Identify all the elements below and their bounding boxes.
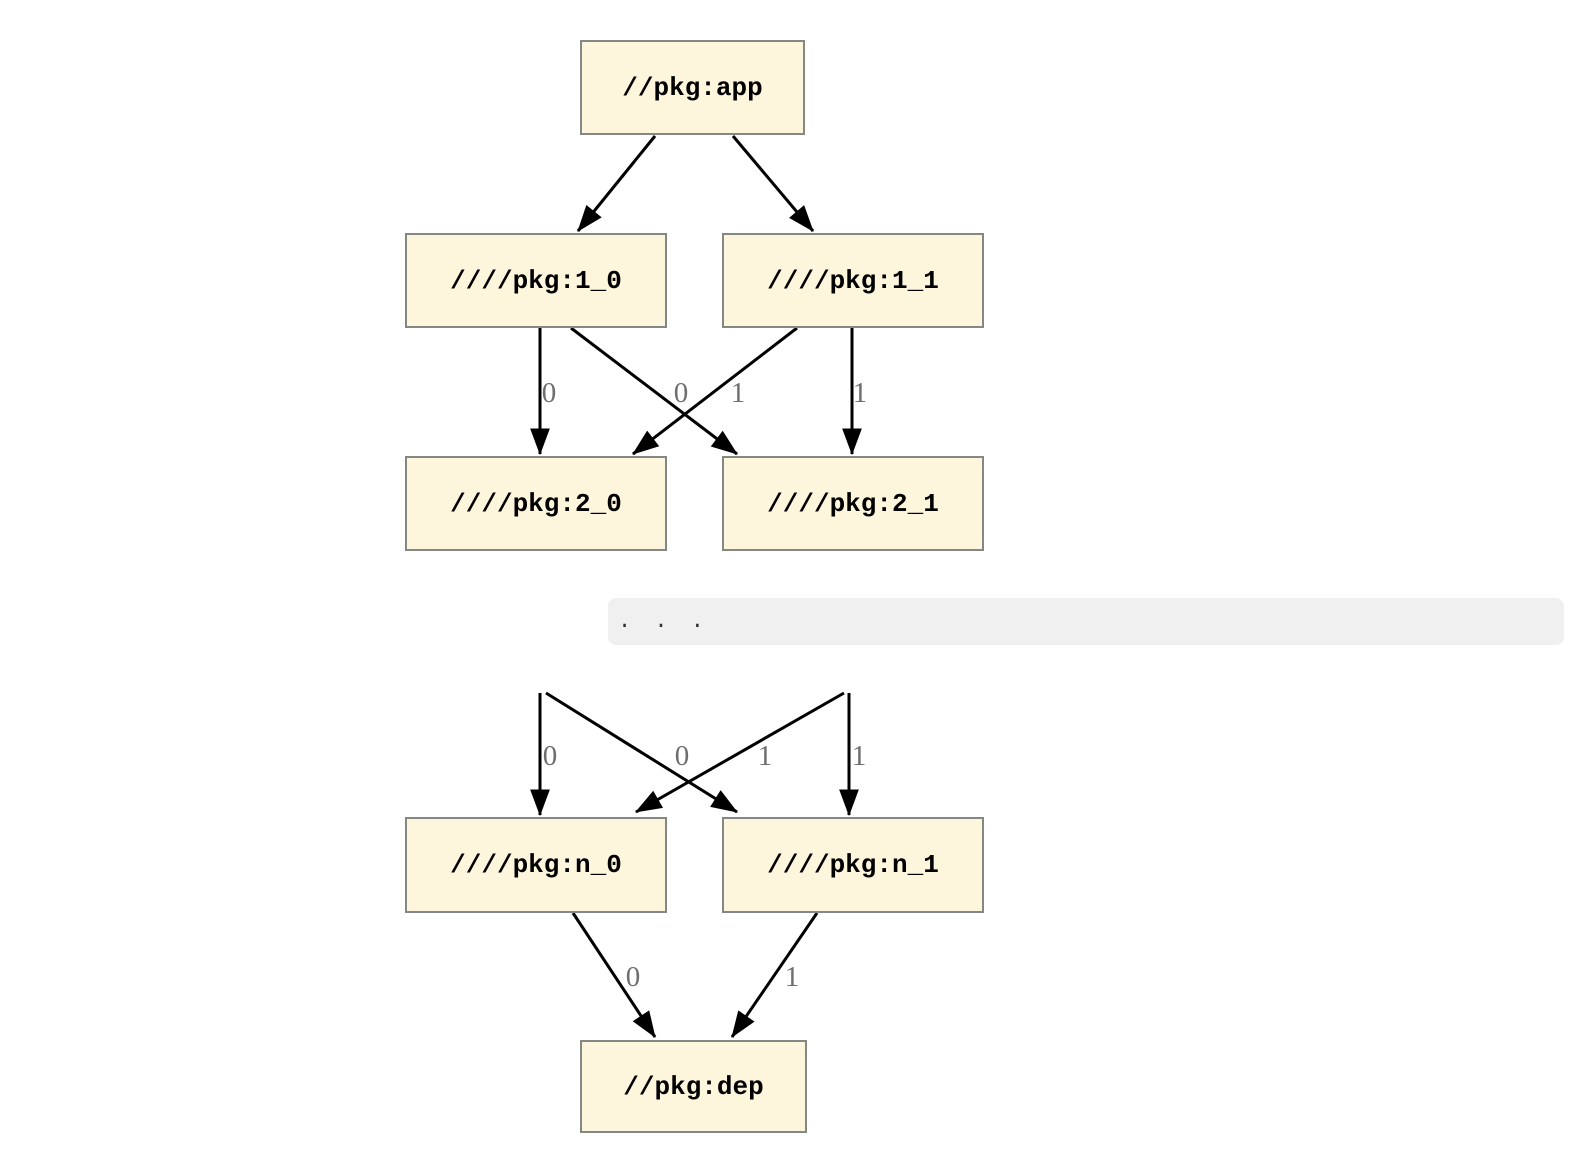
edge-app-to-1_1 [731,135,815,232]
edge-group: 0 1 0 1 0 1 0 1 0 1 [530,135,868,1038]
edge-label-1_1-to-2_1: 1 [853,377,868,409]
ellipsis-dots: . . . [618,609,710,634]
graph-node-2_0: ////pkg:2_0 [405,456,667,551]
edge-label-hidden-to-n_1: 1 [852,740,867,772]
edge-label-hidden-to-n_1: 1 [758,740,773,772]
graph-node-dep: //pkg:dep [580,1040,807,1133]
graph-node-1_1: ////pkg:1_1 [722,233,984,328]
edge-hidden-to-n_1 [545,691,738,814]
edge-hidden-to-n_0 [635,691,845,814]
edge-label-1_0-to-2_0: 0 [542,377,557,409]
graph-node-2_1: ////pkg:2_1 [722,456,984,551]
graph-node-n_0: ////pkg:n_0 [405,817,667,913]
edge-label-n_1-to-dep: 1 [785,961,800,993]
edge-label-hidden-to-n_0: 0 [675,740,690,772]
edge-label-1_0-to-2_1: 1 [731,377,746,409]
edge-n_0-to-dep [571,912,657,1038]
edge-1_0-to-2_1 [570,326,738,456]
edge-app-to-1_0 [576,135,657,232]
edge-label-1_1-to-2_0: 0 [674,377,689,409]
edge-label-n_0-to-dep: 0 [626,961,641,993]
edge-label-hidden-to-n_0: 0 [543,740,558,772]
graph-node-1_0: ////pkg:1_0 [405,233,667,328]
edge-1_1-to-2_0 [632,326,798,456]
ellipsis-bar: . . . [608,598,1564,645]
edge-n_1-to-dep [730,912,819,1038]
graph-node-n_1: ////pkg:n_1 [722,817,984,913]
graph-node-app: //pkg:app [580,40,805,135]
